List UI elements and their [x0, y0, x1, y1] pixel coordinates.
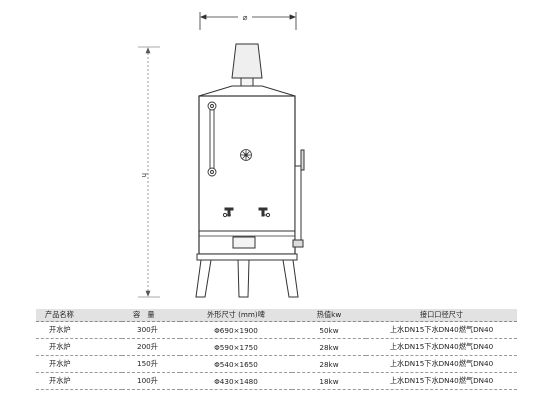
cell-heat-value: 18kw: [292, 372, 366, 390]
header-connections: 接口口径尺寸: [366, 309, 517, 322]
boiler-roof: [198, 85, 296, 97]
cell-dimensions: Φ430×1480: [180, 372, 292, 390]
header-dimensions: 外形尺寸 (mm)啤: [180, 309, 292, 322]
cell-capacity: 200升: [122, 338, 180, 356]
cell-connections: 上水DN15下水DN40燃气DN40: [366, 355, 517, 373]
table-row: 开水炉 150升 Φ540×1650 28kw 上水DN15下水DN40燃气DN…: [36, 355, 517, 373]
tap-icon-left: [222, 207, 234, 218]
height-label: h: [140, 173, 148, 177]
cell-connections: 上水DN15下水DN40燃气DN40: [366, 338, 517, 356]
table-row: 开水炉 200升 Φ590×1750 28kw 上水DN15下水DN40燃气DN…: [36, 338, 517, 356]
spec-table: 产品名称 容 量 外形尺寸 (mm)啤 热值kw 接口口径尺寸 开水炉 300升…: [36, 309, 517, 390]
cell-heat-value: 50kw: [292, 321, 366, 339]
diameter-dimension: [199, 12, 297, 30]
diameter-label: ⌀: [243, 13, 248, 22]
header-product-name: 产品名称: [36, 309, 122, 322]
tap-icon-right: [258, 207, 271, 218]
cell-dimensions: Φ690×1900: [180, 321, 292, 339]
cell-heat-value: 28kw: [292, 338, 366, 356]
table-row: 开水炉 100升 Φ430×1480 18kw 上水DN15下水DN40燃气DN…: [36, 372, 517, 390]
cell-capacity: 300升: [122, 321, 180, 339]
cell-heat-value: 28kw: [292, 355, 366, 373]
table-header-row: 产品名称 容 量 外形尺寸 (mm)啤 热值kw 接口口径尺寸: [36, 309, 517, 322]
cell-product-name: 开水炉: [36, 321, 122, 339]
burner-door: [232, 236, 256, 249]
cell-product-name: 开水炉: [36, 338, 122, 356]
cell-connections: 上水DN15下水DN40燃气DN40: [366, 321, 517, 339]
cell-dimensions: Φ590×1750: [180, 338, 292, 356]
boiler-drawing: ⌀ h: [138, 12, 305, 298]
cell-product-name: 开水炉: [36, 355, 122, 373]
side-pipe: [292, 149, 305, 248]
height-dimension: [138, 46, 160, 298]
cell-capacity: 100升: [122, 372, 180, 390]
chimney: [231, 43, 263, 87]
gauge-glass: [207, 101, 217, 177]
table-row: 开水炉 300升 Φ690×1900 50kw 上水DN15下水DN40燃气DN…: [36, 321, 517, 339]
cell-connections: 上水DN15下水DN40燃气DN40: [366, 372, 517, 390]
boiler-legs: [195, 259, 299, 298]
cell-dimensions: Φ540×1650: [180, 355, 292, 373]
cell-capacity: 150升: [122, 355, 180, 373]
cell-product-name: 开水炉: [36, 372, 122, 390]
boiler-base: [196, 253, 298, 261]
header-heat-value: 热值kw: [292, 309, 366, 322]
header-capacity: 容 量: [122, 309, 180, 322]
gauge-icon: [240, 149, 252, 161]
